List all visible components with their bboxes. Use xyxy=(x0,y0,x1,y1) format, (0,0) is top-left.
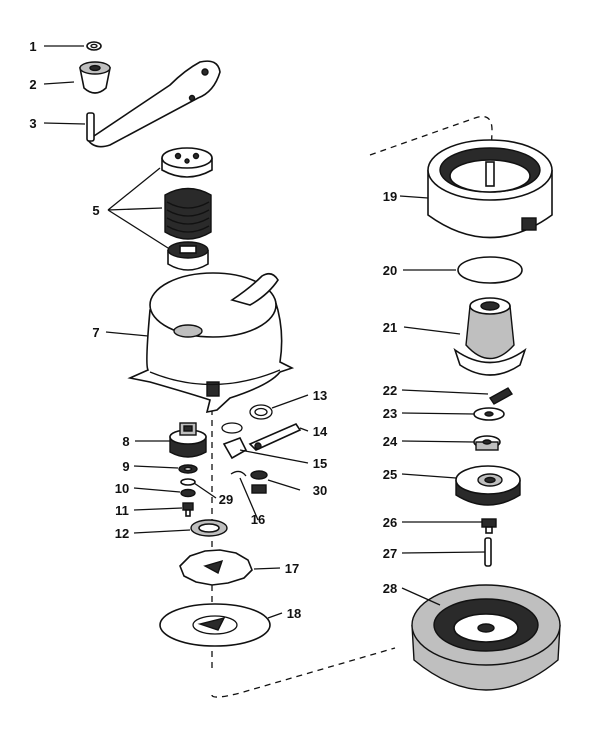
part-7-housing xyxy=(127,272,295,414)
label-part-26: 26 xyxy=(383,515,397,530)
part-12-washer xyxy=(190,519,228,537)
part-21-cylinder xyxy=(453,297,527,376)
part-11-screw xyxy=(182,502,194,517)
label-part-30: 30 xyxy=(313,483,327,498)
part-15-pawl xyxy=(221,422,248,460)
part-9-washer xyxy=(178,464,198,474)
part-27-pin xyxy=(484,537,492,567)
label-part-11: 11 xyxy=(115,503,129,518)
part-24-small-gear xyxy=(473,435,501,451)
part-29-washer xyxy=(180,478,196,486)
label-part-14: 14 xyxy=(313,424,328,439)
label-part-27: 27 xyxy=(383,546,397,561)
part-5-spring-stack xyxy=(161,147,213,271)
label-part-29: 29 xyxy=(219,492,233,507)
leader-lines xyxy=(43,45,489,619)
part-8-gear xyxy=(169,422,207,458)
part-20-o-ring xyxy=(457,256,523,284)
part-13-spring xyxy=(249,404,273,420)
label-part-8: 8 xyxy=(122,434,129,449)
label-part-19: 19 xyxy=(383,189,397,204)
label-part-18: 18 xyxy=(287,606,301,621)
label-part-22: 22 xyxy=(383,383,397,398)
label-part-15: 15 xyxy=(313,456,327,471)
label-part-17: 17 xyxy=(285,561,299,576)
label-part-1: 1 xyxy=(29,39,36,54)
part-10-washer xyxy=(180,488,196,498)
part-26-screw xyxy=(481,518,497,534)
label-part-16: 16 xyxy=(251,512,265,527)
part-30-nut xyxy=(250,470,268,494)
label-part-13: 13 xyxy=(313,388,327,403)
part-22-pin xyxy=(488,387,514,405)
part-25-hub xyxy=(455,465,521,506)
part-2-knob xyxy=(79,61,111,94)
label-part-5: 5 xyxy=(92,203,99,218)
part-labels: 1 2 3 5 7 8 9 10 11 12 13 14 15 16 17 18… xyxy=(29,39,398,621)
part-1-washer xyxy=(86,41,102,51)
label-part-2: 2 xyxy=(29,77,36,92)
label-part-12: 12 xyxy=(115,526,129,541)
label-part-10: 10 xyxy=(115,481,129,496)
part-28-wheel xyxy=(411,584,561,691)
label-part-28: 28 xyxy=(383,581,397,596)
part-16-clip xyxy=(230,470,247,477)
label-part-3: 3 xyxy=(29,116,36,131)
part-17-star-plate xyxy=(179,549,253,586)
label-part-24: 24 xyxy=(383,434,398,449)
label-part-7: 7 xyxy=(92,325,99,340)
part-18-base-plate xyxy=(159,603,271,647)
label-part-21: 21 xyxy=(383,320,397,335)
label-part-25: 25 xyxy=(383,467,397,482)
assembly-boundary xyxy=(211,115,493,698)
label-part-20: 20 xyxy=(383,263,397,278)
label-part-9: 9 xyxy=(122,459,129,474)
part-23-washer xyxy=(473,407,505,421)
part-3-crank-arm xyxy=(86,60,221,148)
part-19-ring-gear-housing xyxy=(427,139,553,239)
part-14-lever xyxy=(248,422,302,451)
label-part-23: 23 xyxy=(383,406,397,421)
